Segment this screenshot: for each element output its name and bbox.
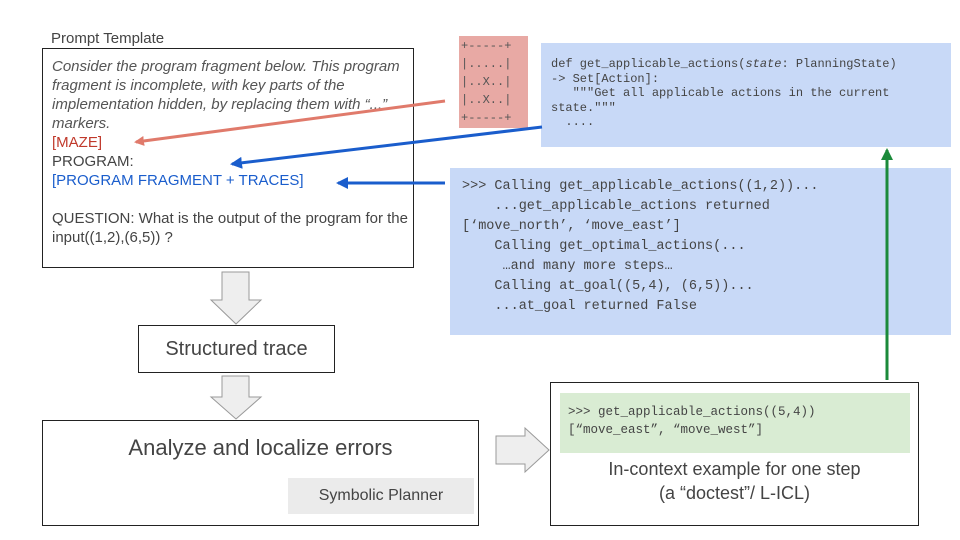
trace-line: ...at_goal returned False: [462, 299, 697, 314]
symbolic-planner-box: Symbolic Planner: [288, 478, 474, 514]
right-arrow-to-example: [495, 426, 550, 474]
program-label: PROGRAM:: [52, 153, 134, 170]
prompt-intro: Consider the program fragment below. Thi…: [52, 58, 400, 132]
maze-row: +-----+: [461, 39, 512, 53]
code-line: state.""": [551, 100, 616, 115]
structured-trace-box: Structured trace: [138, 325, 335, 373]
analyze-errors-label: Analyze and localize errors: [128, 435, 393, 460]
question-text: QUESTION: What is the output of the prog…: [52, 210, 408, 246]
code-line: ....: [551, 115, 595, 129]
code-line: def get_applicable_actions(state: Planni…: [551, 57, 897, 71]
trace-line: Calling get_optimal_actions(...: [462, 239, 746, 254]
fragment-tag: [PROGRAM FRAGMENT + TRACES]: [52, 172, 304, 189]
maze-row: |.....|: [461, 57, 512, 71]
doctest-code: >>> get_applicable_actions((5,4)) [“move_…: [560, 393, 910, 453]
down-arrow-to-analyze: [209, 375, 263, 420]
in-context-example-caption: In-context example for one step (a “doct…: [550, 457, 919, 505]
caption-line: (a “doctest”/ L-ICL): [658, 483, 811, 503]
trace-line: …and many more steps…: [462, 259, 673, 274]
prompt-template-title: Prompt Template: [51, 30, 165, 47]
maze-ascii-art: +-----+ |.....| |..X..| |..X..| +-----+: [459, 36, 528, 128]
maze-row: |..X..|: [461, 93, 512, 107]
code-line: """Get all applicable actions in the cur…: [551, 86, 890, 100]
function-signature-code: def get_applicable_actions(state: Planni…: [541, 43, 951, 147]
signature-to-prompt-arrow: [230, 125, 543, 169]
code-param: state: [745, 57, 782, 71]
down-arrow-to-structured-trace: [209, 271, 263, 325]
caption-line: In-context example for one step: [608, 459, 861, 479]
maze-tag: [MAZE]: [52, 134, 103, 151]
prompt-template-text: Consider the program fragment below. Thi…: [52, 57, 414, 247]
trace-line: ...get_applicable_actions returned: [462, 199, 770, 214]
prompt-template-box: [42, 48, 414, 268]
execution-trace-code: >>> Calling get_applicable_actions((1,2)…: [450, 168, 951, 335]
code-line: -> Set[Action]:: [551, 71, 660, 86]
trace-line: Calling at_goal((5,4), (6,5))...: [462, 279, 754, 294]
trace-line: >>> Calling get_applicable_actions((1,2)…: [462, 179, 819, 194]
maze-row: +-----+: [461, 111, 512, 125]
maze-row: |..X..|: [461, 75, 512, 89]
trace-line: [‘move_north’, ‘move_east’]: [462, 219, 681, 234]
doctest-line: [“move_east”, “move_west”]: [568, 423, 764, 437]
maze-to-prompt-arrow: [134, 99, 446, 146]
doctest-line: >>> get_applicable_actions((5,4)): [568, 405, 816, 419]
in-context-example-box: [550, 382, 919, 526]
analyze-errors-box: [42, 420, 479, 526]
